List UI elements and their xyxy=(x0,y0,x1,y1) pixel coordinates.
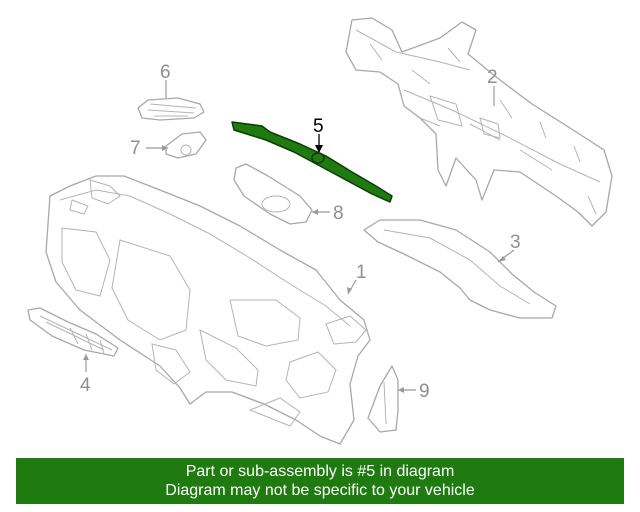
leader-5-arrow xyxy=(315,145,323,153)
leader-8-arrow xyxy=(312,209,318,215)
callout-4: 4 xyxy=(80,375,91,396)
part-2-crossmember[interactable] xyxy=(345,17,613,227)
callout-9: 9 xyxy=(419,381,430,402)
part-9-side-cover[interactable] xyxy=(367,365,399,433)
part-6-vent[interactable] xyxy=(137,97,205,121)
part-4-duct[interactable] xyxy=(27,307,119,357)
part-8-panel[interactable] xyxy=(233,163,313,225)
callout-5: 5 xyxy=(313,116,324,137)
callout-3: 3 xyxy=(510,232,521,253)
callout-6: 6 xyxy=(160,62,171,83)
leader-7-arrow xyxy=(162,145,168,151)
banner-line-1: Part or sub-assembly is #5 in diagram xyxy=(185,463,455,480)
part-5-highlighted[interactable] xyxy=(231,121,393,203)
part-7-bracket[interactable] xyxy=(165,131,207,159)
callout-7: 7 xyxy=(130,138,141,159)
leader-1-arrow xyxy=(347,287,352,294)
leader-9-arrow xyxy=(398,387,404,393)
callout-2: 2 xyxy=(487,67,498,88)
part-notice-banner: Part or sub-assembly is #5 in diagram Di… xyxy=(16,458,624,504)
leader-3-arrow xyxy=(498,256,506,262)
part-3-cover[interactable] xyxy=(363,219,557,319)
banner-line-2: Diagram may not be specific to your vehi… xyxy=(165,482,475,499)
parts-diagram: 1 2 3 4 5 6 7 8 9 xyxy=(27,17,613,445)
callout-1: 1 xyxy=(356,262,367,283)
leader-4-arrow xyxy=(83,354,89,360)
callout-8: 8 xyxy=(333,203,344,224)
part-1-instrument-panel[interactable] xyxy=(45,175,371,445)
